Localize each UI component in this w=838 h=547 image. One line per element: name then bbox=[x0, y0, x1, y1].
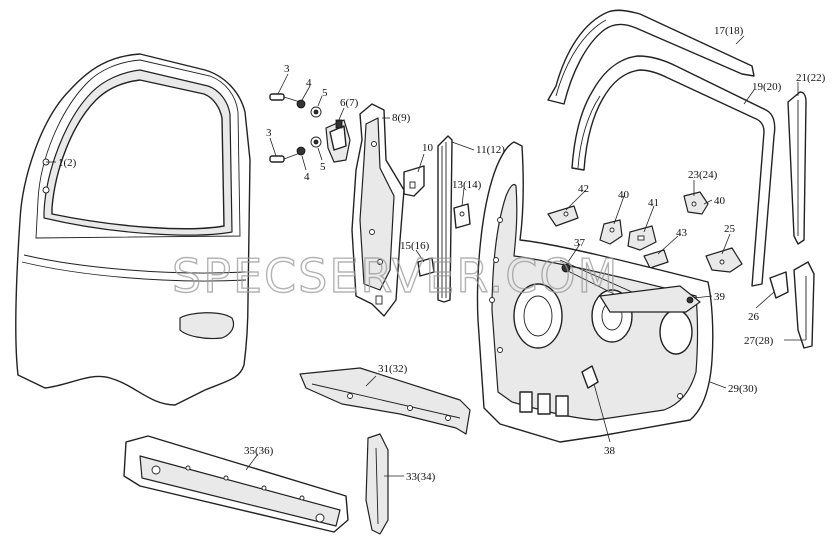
lower-bracket-15 bbox=[417, 257, 435, 277]
callout-4-lower: 4 bbox=[304, 171, 310, 183]
callout-19-20: 19(20) bbox=[752, 81, 782, 93]
bracket-43 bbox=[643, 249, 669, 269]
bracket-41 bbox=[627, 225, 657, 251]
callout-3-upper: 3 bbox=[284, 63, 290, 75]
callout-42: 42 bbox=[578, 183, 589, 195]
callout-4-upper: 4 bbox=[306, 77, 312, 89]
callout-35-36: 35(36) bbox=[244, 445, 274, 457]
callout-40-right: 40 bbox=[714, 195, 726, 207]
callout-17-18: 17(18) bbox=[714, 25, 744, 37]
callout-11-12: 11(12) bbox=[476, 144, 505, 156]
callout-40-left: 40 bbox=[618, 189, 630, 201]
callout-5-lower: 5 bbox=[320, 161, 326, 173]
glass-run-channel bbox=[437, 135, 453, 303]
callout-27-28: 27(28) bbox=[744, 335, 774, 347]
upper-hinge-bolt bbox=[269, 93, 301, 103]
bracket-40a bbox=[599, 219, 623, 245]
callout-37: 37 bbox=[574, 237, 586, 249]
window-frame-sash bbox=[571, 55, 776, 287]
window-regulator bbox=[559, 259, 701, 313]
leader-lines bbox=[46, 35, 806, 477]
callout-29-30: 29(30) bbox=[728, 383, 758, 395]
door-hinge bbox=[325, 119, 351, 163]
lower-washers bbox=[296, 136, 322, 156]
callout-33-34: 33(34) bbox=[406, 471, 436, 483]
trim-piece-27-28 bbox=[793, 261, 815, 349]
bracket-42 bbox=[547, 205, 579, 227]
bracket-10 bbox=[403, 165, 425, 197]
channel-bracket bbox=[453, 203, 471, 229]
callout-3-lower: 3 bbox=[266, 127, 272, 139]
bottom-door-beam bbox=[123, 435, 349, 533]
callout-1-2: 1(2) bbox=[58, 157, 77, 169]
callout-38: 38 bbox=[604, 445, 616, 457]
bracket-23-24 bbox=[683, 191, 709, 215]
callout-labels: 1(2) 3 4 5 6(7) 3 4 5 8(9) 10 11(12) 13(… bbox=[58, 25, 826, 483]
callout-6-7: 6(7) bbox=[340, 97, 359, 109]
callout-8-9: 8(9) bbox=[392, 112, 411, 124]
upper-window-frame bbox=[547, 9, 755, 105]
lower-reinforcement bbox=[299, 367, 471, 435]
callout-39: 39 bbox=[714, 291, 726, 303]
callout-41: 41 bbox=[648, 197, 659, 209]
callout-10: 10 bbox=[422, 142, 434, 154]
callout-5-upper: 5 bbox=[322, 87, 328, 99]
lock-rod-38 bbox=[581, 365, 599, 389]
callout-13-14: 13(14) bbox=[452, 179, 482, 191]
lower-hinge-bolt bbox=[269, 152, 301, 163]
rear-pillar-strip bbox=[787, 91, 807, 245]
watermark-text: SPECSERVER.COM bbox=[172, 249, 619, 303]
callout-31-32: 31(32) bbox=[378, 363, 408, 375]
bracket-25 bbox=[705, 247, 743, 273]
upper-washers bbox=[296, 99, 322, 118]
callout-21-22: 21(22) bbox=[796, 72, 826, 84]
callout-15-16: 15(16) bbox=[400, 240, 430, 252]
callout-25: 25 bbox=[724, 223, 736, 235]
callout-26: 26 bbox=[748, 311, 760, 323]
hinge-pillar-panel bbox=[351, 103, 405, 317]
callout-43: 43 bbox=[676, 227, 688, 239]
callout-23-24: 23(24) bbox=[688, 169, 718, 181]
outer-door-panel bbox=[15, 53, 251, 406]
trim-clip-26 bbox=[769, 271, 789, 299]
vertical-brace bbox=[365, 433, 389, 535]
inner-door-panel bbox=[476, 141, 714, 443]
